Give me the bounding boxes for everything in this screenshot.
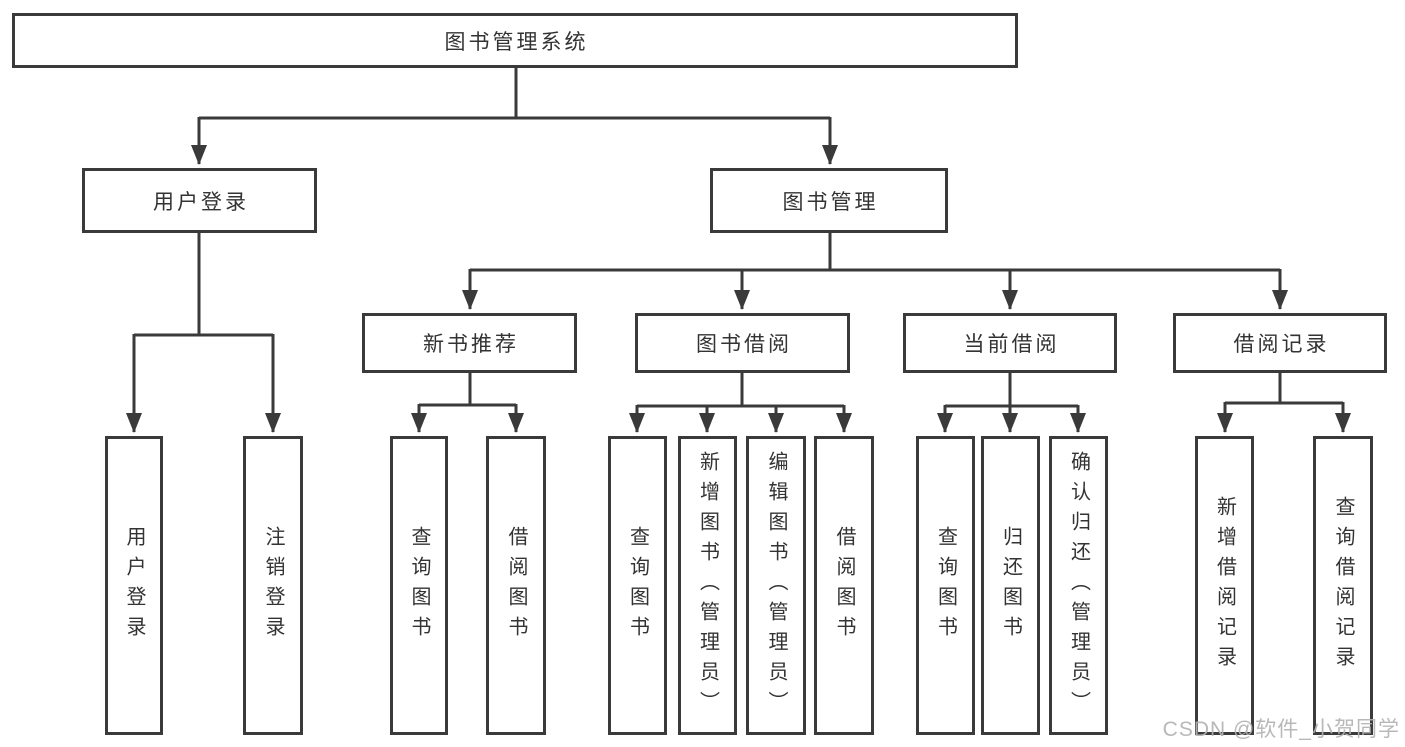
leaf-add-borrow-record: 新增借阅记录 <box>1195 436 1254 735</box>
leaf-add-books-admin: 新增图书（管理员） <box>678 436 737 735</box>
node-user-login: 用户登录 <box>82 168 317 233</box>
leaf-borrow-query-books: 查询图书 <box>608 436 667 735</box>
node-new-book-recommend: 新书推荐 <box>362 313 577 373</box>
leaf-recommend-borrow-books: 借阅图书 <box>486 436 546 735</box>
node-book-management: 图书管理 <box>710 168 948 233</box>
leaf-query-borrow-record: 查询借阅记录 <box>1313 436 1373 735</box>
node-current-borrow: 当前借阅 <box>903 313 1117 373</box>
node-book-borrow: 图书借阅 <box>635 313 850 373</box>
leaf-user-login: 用户登录 <box>105 436 163 735</box>
leaf-confirm-return-admin: 确认归还（管理员） <box>1049 436 1108 735</box>
leaf-current-query-books: 查询图书 <box>916 436 975 735</box>
leaf-recommend-query-books: 查询图书 <box>390 436 448 735</box>
leaf-return-books: 归还图书 <box>981 436 1040 735</box>
leaf-borrow-books: 借阅图书 <box>814 436 874 735</box>
node-root-library-system: 图书管理系统 <box>12 13 1018 68</box>
leaf-edit-books-admin: 编辑图书（管理员） <box>746 436 806 735</box>
node-borrow-records: 借阅记录 <box>1173 313 1387 373</box>
leaf-logout: 注销登录 <box>243 436 303 735</box>
